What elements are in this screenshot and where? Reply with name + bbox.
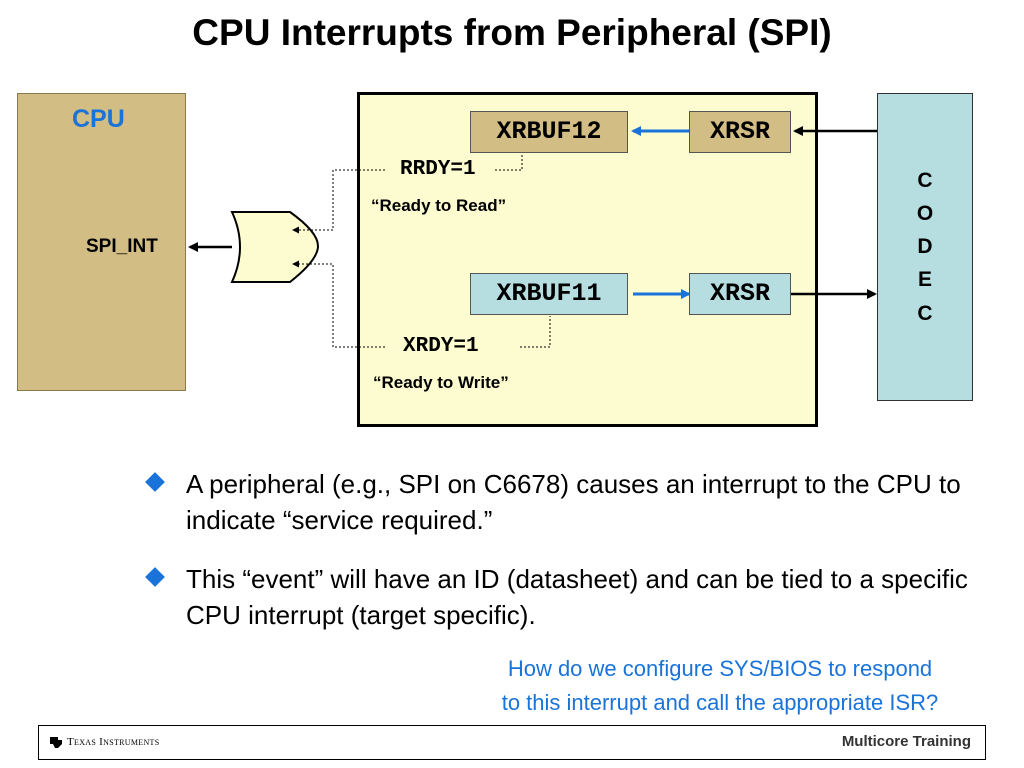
company-name: Texas Instruments — [67, 736, 160, 748]
xrdy-source — [520, 316, 551, 348]
slide-title: CPU Interrupts from Peripheral (SPI) — [192, 12, 832, 53]
cpu-label: CPU — [72, 105, 125, 133]
question-line: How do we configure SYS/BIOS to respond — [507, 656, 933, 681]
footer-training-label: Multicore Training — [841, 733, 971, 750]
diamond-bullet-icon — [145, 472, 165, 492]
xrbuf12-register: XRBUF12 — [470, 111, 628, 153]
diamond-bullet-icon — [145, 567, 165, 587]
rrdy-connector — [292, 169, 385, 234]
codec-letter: E — [917, 268, 932, 291]
question-line: to this interrupt and call the appropria… — [501, 690, 939, 715]
spi-int-label: SPI_INT — [86, 236, 158, 257]
bullet-item: A peripheral (e.g., SPI on C6678) causes… — [145, 466, 978, 540]
bullet-text: A peripheral (e.g., SPI on C6678) causes… — [186, 469, 961, 535]
bullet-item: This “event” will have an ID (datasheet)… — [145, 561, 978, 635]
rx-xrsr-register: XRSR — [689, 111, 791, 153]
codec-letter: C — [917, 169, 933, 192]
codec-letter: D — [917, 235, 933, 258]
rrdy-flag: RRDY=1 — [400, 158, 476, 181]
ti-logo-icon — [50, 737, 62, 748]
xrdy-note: “Ready to Write” — [373, 373, 509, 392]
rrdy-source — [495, 152, 523, 171]
xrdy-connector — [292, 260, 385, 348]
tx-xrsr-register: XRSR — [689, 273, 791, 315]
codec-block — [877, 93, 973, 401]
or-gate — [230, 211, 320, 283]
bullet-text: This “event” will have an ID (datasheet)… — [186, 564, 968, 630]
cpu-block — [17, 93, 186, 391]
xrdy-flag: XRDY=1 — [403, 335, 479, 358]
xrbuf11-register: XRBUF11 — [470, 273, 628, 315]
rrdy-note: “Ready to Read” — [371, 196, 507, 215]
footer-bar: Texas Instruments Multicore Training — [38, 725, 986, 760]
codec-letter: O — [916, 202, 934, 225]
question-text: How do we configure SYS/BIOS to respond … — [440, 652, 1000, 720]
codec-letter: C — [917, 302, 933, 325]
